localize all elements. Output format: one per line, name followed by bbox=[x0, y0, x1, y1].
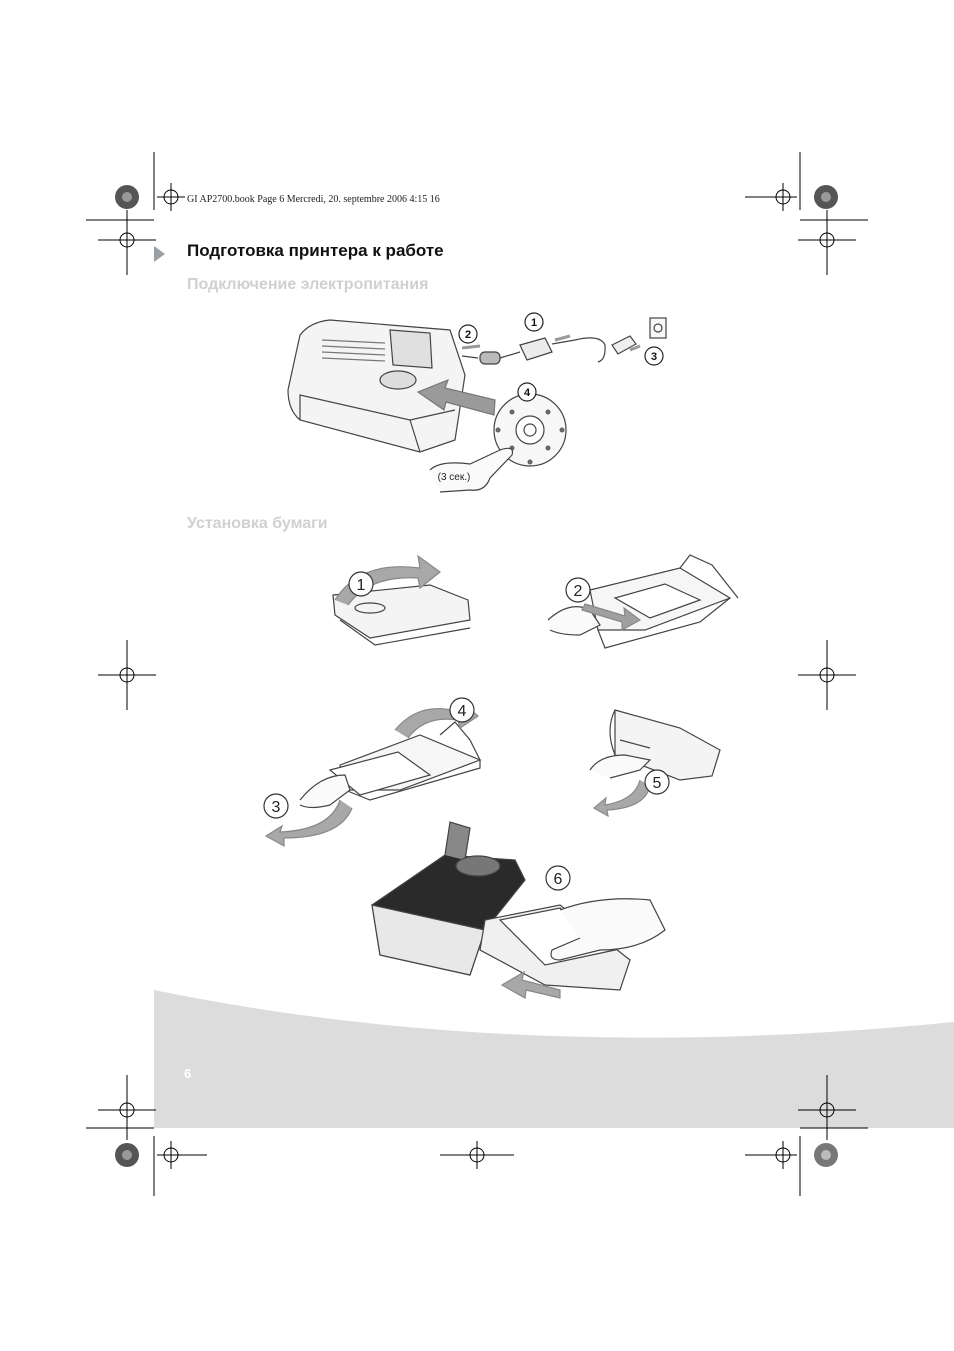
paper-illustrations bbox=[264, 554, 739, 999]
paper-callouts bbox=[263, 571, 670, 891]
footer-band bbox=[154, 990, 954, 1128]
power-callout-2: 2 bbox=[465, 329, 471, 341]
paper-step-5: 5 bbox=[653, 775, 662, 792]
section-paper-heading: Установка бумаги bbox=[187, 515, 328, 532]
registration-marks bbox=[86, 152, 868, 1196]
book-info: GI AP2700.book Page 6 Mercredi, 20. sept… bbox=[187, 194, 440, 205]
paper-step-2: 2 bbox=[574, 583, 583, 600]
power-callouts bbox=[458, 312, 664, 402]
color-wheels bbox=[115, 185, 838, 1167]
page-number: 6 bbox=[184, 1066, 192, 1081]
paper-step-6: 6 bbox=[554, 871, 563, 888]
hold-note: (3 сек.) bbox=[438, 472, 471, 483]
paper-step-1: 1 bbox=[357, 577, 366, 594]
title-arrow-icon bbox=[154, 246, 165, 262]
paper-step-3: 3 bbox=[272, 799, 281, 816]
section-power-heading: Подключение электропитания bbox=[187, 276, 429, 293]
paper-step-4: 4 bbox=[458, 703, 467, 720]
power-illustration bbox=[287, 317, 667, 493]
power-callout-4: 4 bbox=[524, 387, 531, 399]
power-callout-1: 1 bbox=[531, 317, 537, 329]
page-title: Подготовка принтера к работе bbox=[187, 241, 444, 260]
power-callout-3: 3 bbox=[651, 351, 657, 363]
